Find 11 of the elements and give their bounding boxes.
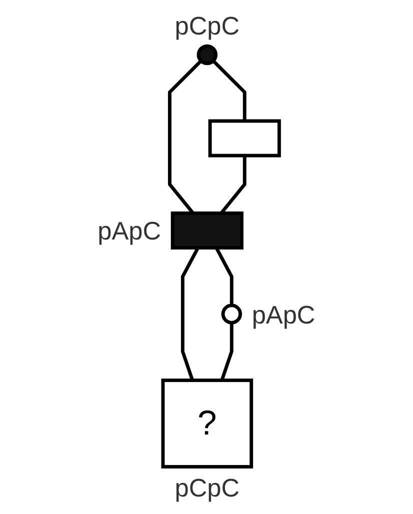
connector [212,60,246,121]
genotype-label: pApC [252,301,316,330]
genotype-label: pCpC [174,474,240,503]
node-box [208,119,281,158]
node-circle [221,304,242,324]
node-box: ? [161,378,254,468]
node-box [170,211,244,250]
connector [220,322,234,381]
genotype-label: pCpC [174,12,240,41]
node-circle [196,44,218,66]
genotype-label: pApC [98,218,162,246]
